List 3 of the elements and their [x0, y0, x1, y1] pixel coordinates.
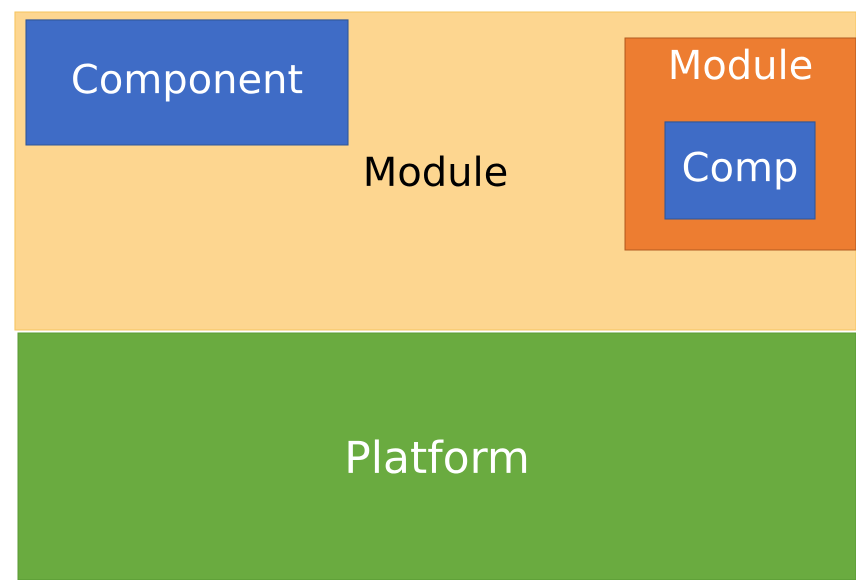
platform-panel: Platform [17, 332, 856, 580]
component-box: Comp [664, 121, 816, 220]
component-box: Component [25, 19, 349, 146]
